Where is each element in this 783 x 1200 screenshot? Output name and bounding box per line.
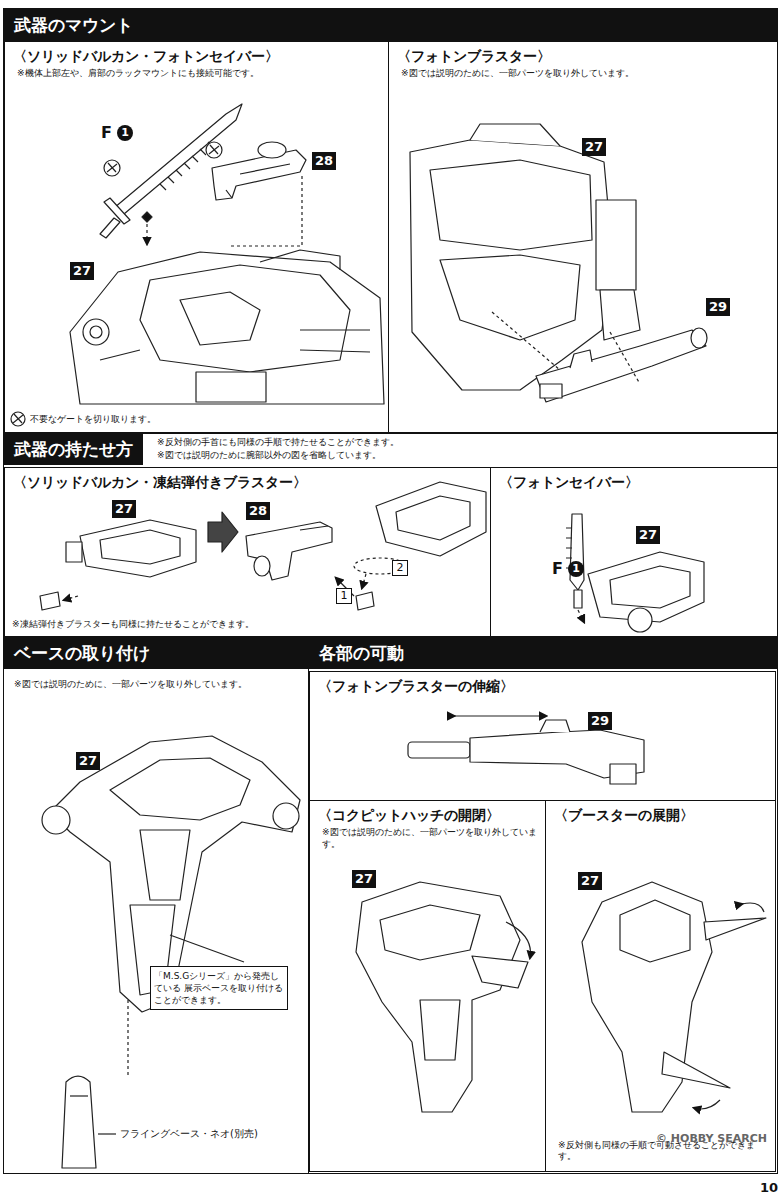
- flying-base-stick: [62, 1076, 116, 1168]
- callout-number: 29: [706, 298, 730, 316]
- runner-letter: F: [552, 560, 563, 578]
- robot-booster: [582, 882, 766, 1112]
- callout-number: 28: [312, 152, 336, 170]
- section-box: ベースの取り付け ※図では説明のために、一部パーツを取り外しています。: [3, 636, 309, 1174]
- section-box: 各部の可動〈フォトンブラスターの伸縮〉〈コクピットハッチの開閉〉 ※図では説明のた…: [308, 636, 778, 1174]
- photon-blaster: [492, 312, 707, 402]
- note-text: ※反対側の手首にも同様の手順で持たせることができます。: [157, 437, 399, 449]
- part-name: フライングベース・ネオ(別売): [120, 1128, 258, 1140]
- callout-number: 27: [76, 752, 100, 770]
- saber-in-hand: [566, 514, 704, 632]
- note-text: ※図では説明のために、一部パーツを取り外しています。: [14, 679, 302, 691]
- panel-title: 〈コクピットハッチの開閉〉: [318, 807, 500, 825]
- callout-number: 27: [636, 526, 660, 544]
- step-number: 2: [392, 560, 408, 576]
- note-text: 不要なゲートを切り取ります。: [30, 413, 156, 425]
- note-text: ※機体上部左や、肩部のラックマウントにも接続可能です。: [17, 68, 382, 80]
- note-text: ※図では説明のために腕部以外の図を省略しています。: [157, 450, 381, 462]
- callout-note: 「M.S.Gシリーズ」から発売している 展示ベースを取り付けることができます。: [150, 966, 288, 1010]
- panel-title: 〈ソリッドバルカン・フォトンセイバー〉: [13, 48, 279, 66]
- runner-number: 1: [117, 125, 133, 141]
- solid-vulcan: [212, 142, 306, 246]
- note-text: ※図では説明のために、一部パーツを取り外しています。: [322, 827, 539, 850]
- panel-box: 〈ブースターの展開〉※反対側も同様の手順で可動させることができます。: [545, 800, 776, 1172]
- section-heading: 武器の持たせ方: [4, 433, 143, 465]
- note-text: ※図では説明のために、一部パーツを取り外しています。: [401, 68, 771, 80]
- runner-letter: F: [101, 124, 112, 142]
- section-box: 武器の持たせ方 ※反対側の手首にも同様の手順で持たせることができます。※図では説明…: [3, 432, 778, 638]
- step-arrow: [208, 512, 238, 552]
- panel-box: 〈ソリッドバルカン・凍結弾付きブラスター〉: [4, 467, 491, 637]
- callout-number: 27: [578, 872, 602, 890]
- callout-number: 27: [582, 138, 606, 156]
- panel-title: 〈フォトンセイバー〉: [499, 474, 639, 492]
- robot-top-view: [42, 736, 300, 1076]
- section-box: 武器のマウント〈ソリッドバルカン・フォトンセイバー〉 ※機体上部左や、肩部のラック…: [3, 8, 778, 434]
- section-heading: 武器のマウント: [4, 9, 777, 41]
- panel-box: 〈コクピットハッチの開閉〉 ※図では説明のために、一部パーツを取り外しています。: [309, 800, 546, 1172]
- panel-box: 〈ソリッドバルカン・フォトンセイバー〉 ※機体上部左や、肩部のラックマウントにも接…: [4, 41, 389, 433]
- panel-title: 〈ブースターの展開〉: [554, 807, 694, 825]
- robot-upper-body: [70, 250, 384, 404]
- watermark: © HOBBY SEARCH: [656, 1132, 767, 1145]
- section-heading: 各部の可動: [309, 637, 777, 669]
- panel-box: 〈フォトンブラスターの伸縮〉: [309, 671, 776, 801]
- panel-title: 〈フォトンブラスター〉: [397, 48, 551, 66]
- panel-box: 〈フォトンブラスター〉 ※図では説明のために、一部パーツを取り外しています。: [388, 41, 778, 433]
- arm-and-hand: [40, 520, 196, 610]
- callout-number: 29: [588, 712, 612, 730]
- robot-body-rear: [410, 124, 640, 390]
- section-heading: ベースの取り付け: [4, 637, 308, 669]
- robot-side-cockpit: [356, 882, 531, 1112]
- note-text: ※凍結弾付きブラスターも同様に持たせることができます。: [12, 618, 254, 630]
- callout-number: 27: [70, 262, 94, 280]
- panel-title: 〈ソリッドバルカン・凍結弾付きブラスター〉: [13, 474, 307, 492]
- page-number: 10: [760, 1180, 778, 1195]
- callout-number: 27: [352, 870, 376, 888]
- step-number: 1: [336, 588, 352, 604]
- panel-title: 〈フォトンブラスターの伸縮〉: [318, 678, 514, 696]
- runner-number: 1: [568, 561, 584, 577]
- callout-number: 28: [246, 502, 270, 520]
- vulcan-in-hand: [246, 482, 486, 610]
- callout-number: 27: [112, 500, 136, 518]
- panel-box: 〈フォトンセイバー〉: [490, 467, 778, 637]
- gate-icon: [11, 412, 25, 426]
